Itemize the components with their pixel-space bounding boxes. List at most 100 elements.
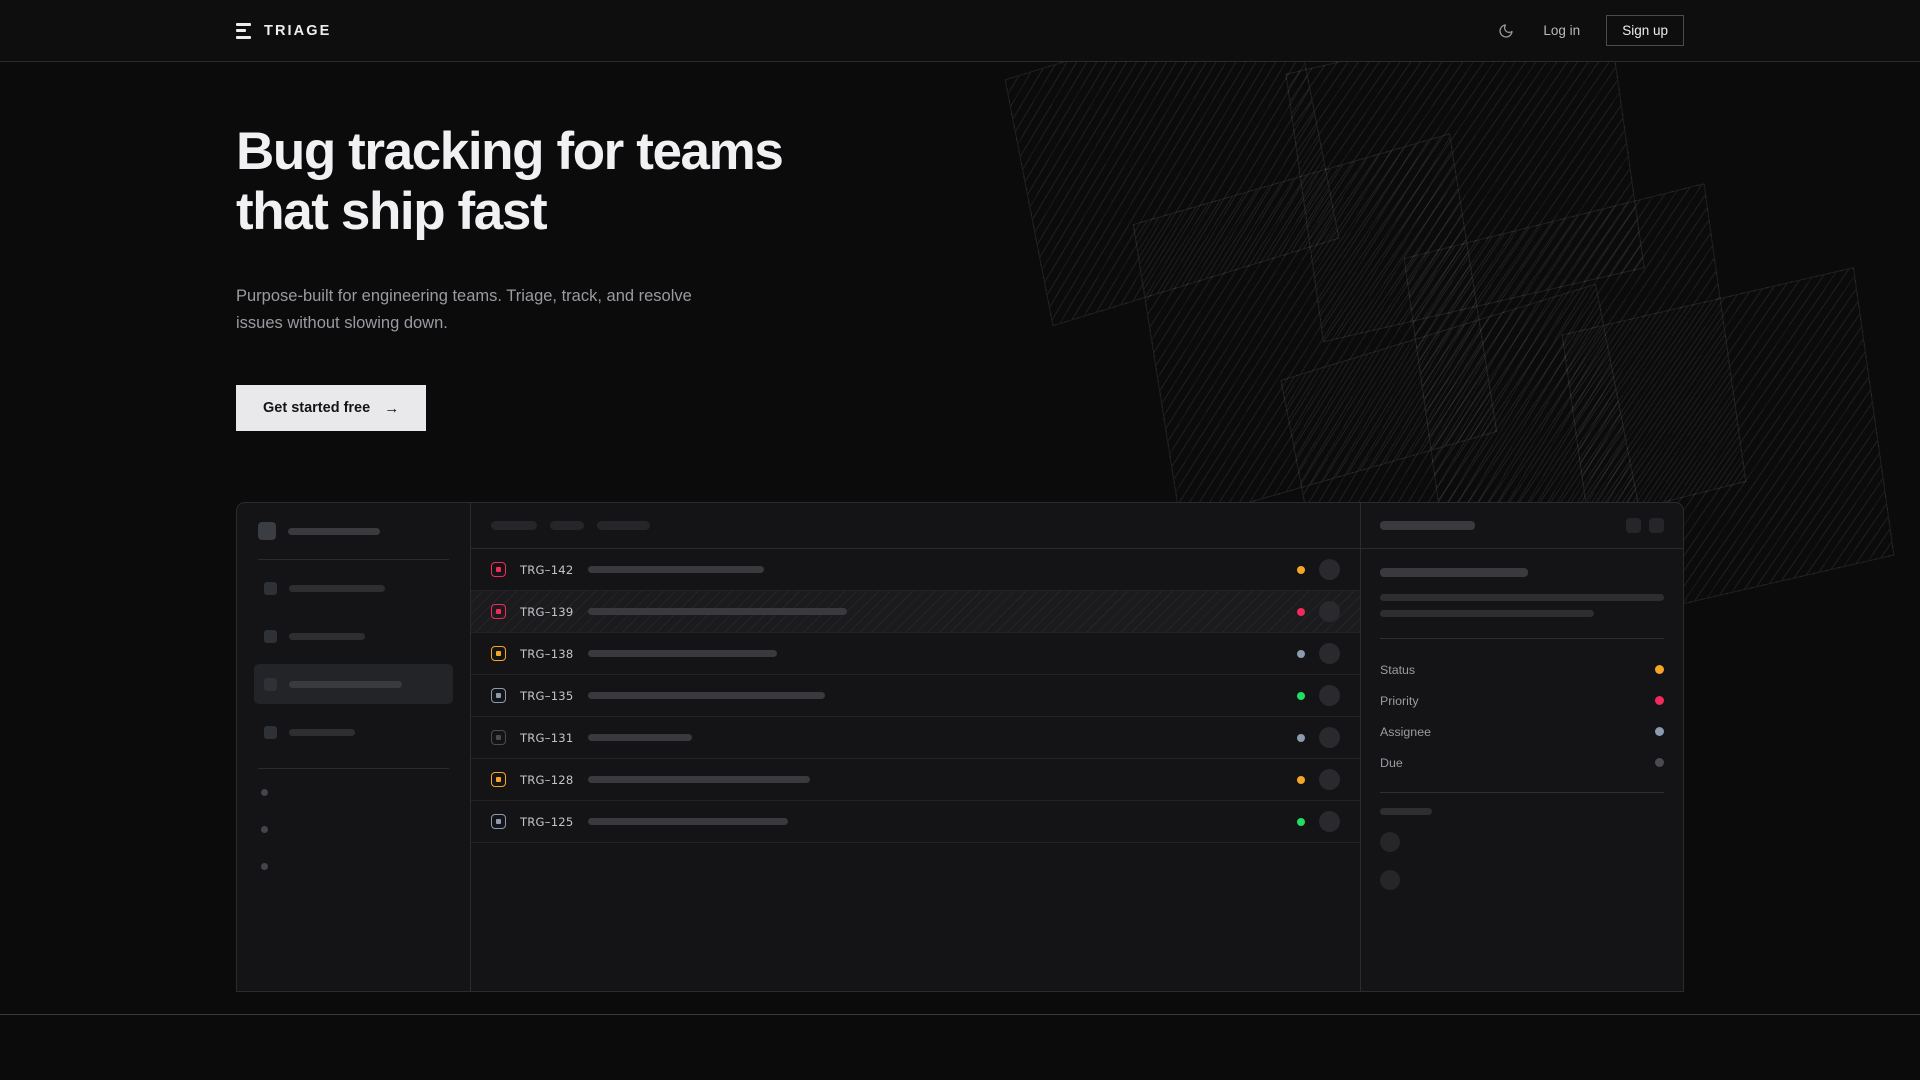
status-badge xyxy=(1297,607,1305,616)
hero-title-line-1: Bug tracking for teams xyxy=(236,122,784,181)
issue-id: TRG–135 xyxy=(520,688,574,703)
table-row[interactable]: TRG–131 xyxy=(471,717,1360,760)
sidebar-divider-top xyxy=(258,559,449,561)
detail-meta-due[interactable]: Due xyxy=(1380,747,1664,778)
hero-section: Bug tracking for teams that ship fast Pu… xyxy=(0,62,1920,432)
issue-title-skeleton xyxy=(588,608,847,616)
issue-title-skeleton xyxy=(588,776,810,784)
issue-type-icon xyxy=(491,688,506,704)
mock-sidebar xyxy=(237,503,471,992)
avatar[interactable] xyxy=(1319,643,1340,665)
issue-type-icon xyxy=(491,646,506,662)
avatar[interactable] xyxy=(1319,559,1340,581)
issue-type-icon xyxy=(491,604,506,620)
detail-comments xyxy=(1380,823,1664,899)
table-row[interactable]: TRG–139 xyxy=(471,591,1360,634)
sidebar-item-label xyxy=(289,632,365,640)
status-badge xyxy=(1297,691,1305,700)
table-row[interactable]: TRG–125 xyxy=(471,801,1360,844)
comment-item xyxy=(1380,823,1664,861)
table-row[interactable]: TRG–128 xyxy=(471,759,1360,802)
comment-item xyxy=(1380,861,1664,899)
toolbar-filter-pill[interactable] xyxy=(491,521,537,531)
get-started-button[interactable]: Get started free → xyxy=(236,385,427,432)
detail-meta-status[interactable]: Status xyxy=(1380,654,1664,685)
sidebar-project-dot[interactable] xyxy=(261,826,268,834)
arrow-right-icon: → xyxy=(384,399,400,417)
hero-title-line-2: that ship fast xyxy=(236,182,548,242)
sidebar-project-dots xyxy=(254,789,453,871)
toolbar-filter-pill[interactable] xyxy=(597,521,650,531)
sidebar-item-2[interactable] xyxy=(254,616,453,656)
login-link[interactable]: Log in xyxy=(1543,23,1581,38)
issue-title-skeleton xyxy=(588,650,777,658)
activity-label-skeleton xyxy=(1380,808,1432,816)
detail-description-skeleton xyxy=(1380,594,1664,618)
status-badge xyxy=(1297,649,1305,658)
detail-title-skeleton xyxy=(1380,521,1475,531)
issue-id: TRG–138 xyxy=(520,646,574,661)
sidebar-project-dot[interactable] xyxy=(261,863,268,871)
table-row[interactable]: TRG–135 xyxy=(471,675,1360,718)
sidebar-project-dot[interactable] xyxy=(261,789,268,797)
detail-meta-priority[interactable]: Priority xyxy=(1380,685,1664,716)
issue-title-skeleton xyxy=(588,818,788,826)
sidebar-divider-bottom xyxy=(258,768,449,770)
issue-id: TRG–125 xyxy=(520,814,574,829)
detail-action-button[interactable] xyxy=(1626,518,1641,534)
page-bottom-divider xyxy=(0,1014,1920,1015)
issue-id: TRG–142 xyxy=(520,562,574,577)
sidebar-item-label xyxy=(289,584,385,592)
issue-type-icon xyxy=(491,730,506,746)
workspace-avatar-icon xyxy=(258,522,276,541)
avatar[interactable] xyxy=(1319,811,1340,833)
status-badge xyxy=(1297,817,1305,826)
moon-icon[interactable] xyxy=(1495,20,1517,42)
sidebar-item-icon xyxy=(264,677,277,691)
sidebar-item-label xyxy=(289,728,355,736)
detail-header-actions xyxy=(1626,518,1664,534)
workspace-label-skeleton xyxy=(288,527,380,535)
meta-value-dot xyxy=(1655,727,1664,737)
avatar[interactable] xyxy=(1319,685,1340,707)
meta-label: Assignee xyxy=(1380,724,1431,739)
meta-value-dot xyxy=(1655,665,1664,675)
site-header: TRIAGE Log in Sign up xyxy=(0,0,1920,62)
brand-name: TRIAGE xyxy=(264,22,332,39)
description-line-skeleton xyxy=(1380,610,1594,618)
toolbar-filter-pill[interactable] xyxy=(550,521,584,531)
avatar[interactable] xyxy=(1319,601,1340,623)
sidebar-item-4[interactable] xyxy=(254,712,453,752)
detail-action-button[interactable] xyxy=(1649,518,1664,534)
description-line-skeleton xyxy=(1380,594,1664,602)
status-badge xyxy=(1297,775,1305,784)
issue-title-skeleton xyxy=(588,734,692,742)
issue-title-skeleton xyxy=(588,692,825,700)
meta-label: Priority xyxy=(1380,693,1419,708)
meta-label: Status xyxy=(1380,662,1416,677)
brand-logo[interactable]: TRIAGE xyxy=(236,22,332,39)
sidebar-item-1[interactable] xyxy=(254,568,453,608)
signup-button[interactable]: Sign up xyxy=(1606,15,1684,46)
avatar[interactable] xyxy=(1380,870,1400,891)
table-row[interactable]: TRG–138 xyxy=(471,633,1360,676)
avatar[interactable] xyxy=(1380,832,1400,853)
meta-label: Due xyxy=(1380,755,1403,770)
status-badge xyxy=(1297,733,1305,742)
issue-type-icon xyxy=(491,772,506,788)
page-title: Bug tracking for teams that ship fast xyxy=(236,122,956,243)
avatar[interactable] xyxy=(1319,769,1340,791)
meta-value-dot xyxy=(1655,758,1664,768)
detail-meta-assignee[interactable]: Assignee xyxy=(1380,716,1664,747)
avatar[interactable] xyxy=(1319,727,1340,749)
sidebar-item-label xyxy=(289,680,402,688)
table-row[interactable]: TRG–142 xyxy=(471,549,1360,592)
sidebar-item-icon xyxy=(264,629,277,643)
sidebar-item-3[interactable] xyxy=(254,664,453,705)
hero-subtitle: Purpose-built for engineering teams. Tri… xyxy=(236,286,692,332)
mock-workspace-switcher[interactable] xyxy=(254,503,453,559)
detail-divider-2 xyxy=(1380,792,1664,794)
